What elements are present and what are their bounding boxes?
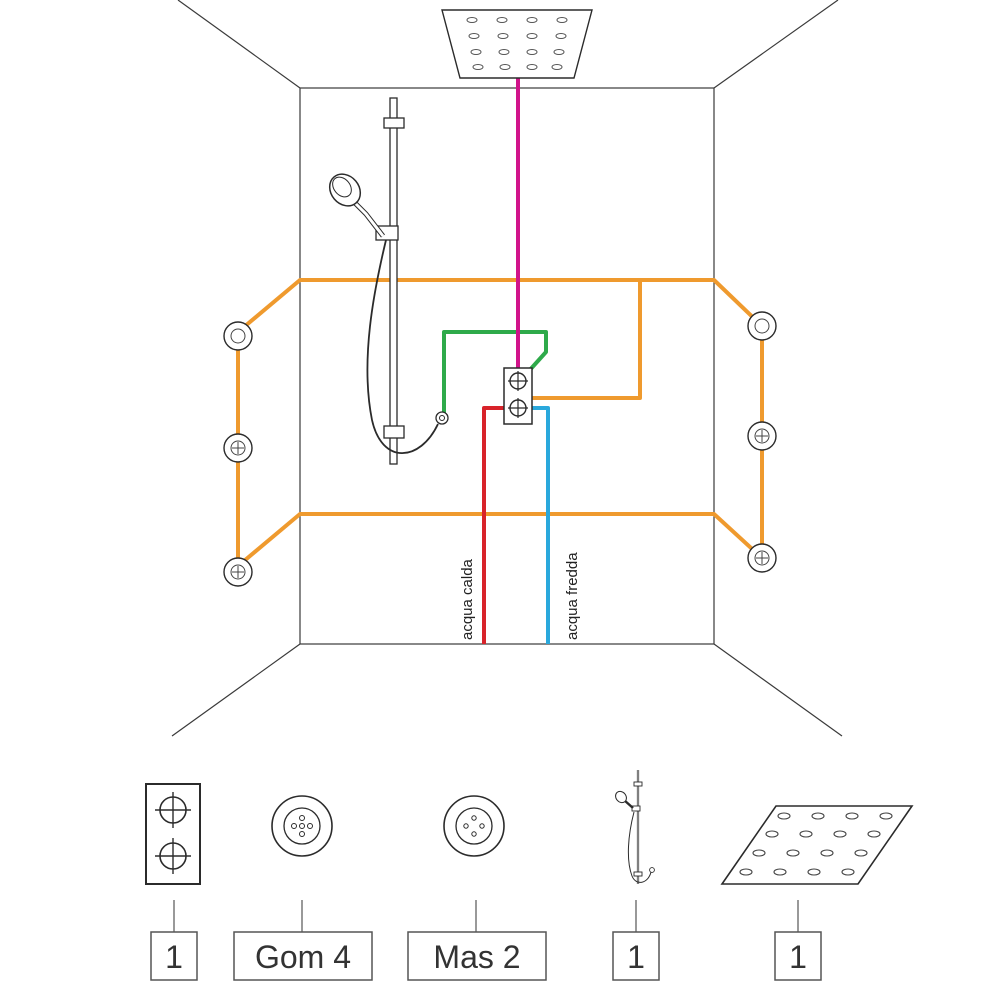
legend-quantity: 1 [627,939,645,975]
legend-quantity: 1 [165,939,183,975]
legend-item-mixer-valve: 1 [145,783,201,981]
back-wall [299,87,715,645]
body-jet [223,557,253,587]
body-jet [223,433,253,463]
cold-water-label: acqua fredda [564,552,581,640]
legend-quantity: Gom 4 [255,939,351,975]
legend-quantity: 1 [789,939,807,975]
cold-water-pipe [532,406,550,644]
hand-shower-rail-icon [615,770,655,884]
mixer-valve [503,367,533,425]
legend-item-overhead-shower: 1 [720,805,914,981]
legend-quantity: Mas 2 [433,939,520,975]
legend-item-hand-shower: 1 [612,770,660,981]
hot-water-pipe [482,406,504,644]
massage-jet [223,321,253,351]
legend-item-body-jet: Gom 4 [233,795,373,981]
mixer-valve-icon [145,783,201,885]
massage-jet-icon [443,795,505,857]
overhead-shower-icon [720,805,914,885]
hand-shower-rail [328,97,449,465]
legend-item-massage-jet: Mas 2 [407,795,547,981]
overhead-shower [441,9,593,79]
hot-water-label: acqua calda [459,558,476,640]
body-jet-icon [271,795,333,857]
body-jet [747,421,777,451]
body-jet [747,543,777,573]
massage-jet [747,311,777,341]
jets-pipe [236,278,764,568]
hand-shower-pipe [442,330,548,416]
room-outline [171,0,843,737]
